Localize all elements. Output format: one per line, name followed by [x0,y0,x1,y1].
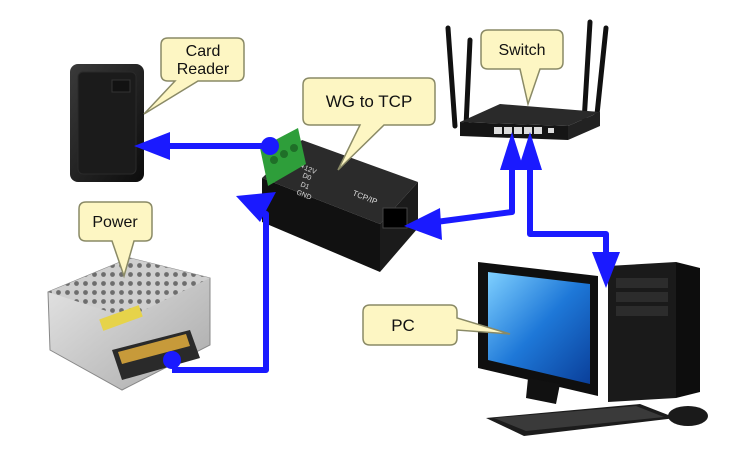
wire-junction-power [163,351,181,369]
arrow-to-converter-network [404,208,442,240]
card-reader-face [77,71,137,175]
pin-label-d1: D1 [299,181,310,191]
callout-pc-text: PC [391,316,415,335]
arrow-to-converter-power [236,192,276,222]
switch-device [445,19,609,140]
psu-vent-holes [48,258,210,318]
pc-monitor-stand [526,378,560,404]
antenna-4 [593,25,609,127]
callout-wg-to-tcp: WG to TCP [302,77,436,171]
arrow-to-switch-1 [500,132,524,170]
callout-card-reader-bubble [143,37,245,115]
arrow-to-card-reader [134,132,170,160]
pin-label-d0: D0 [301,172,312,182]
callout-switch-bubble [480,29,564,107]
pc-monitor-screen [488,272,590,384]
card-reader-led [111,79,131,93]
wg-to-tcp-converter: +12V D0 D1 GND TCP/IP [260,128,418,272]
switch-side [568,112,600,140]
terminal-screw-3 [290,144,298,152]
callout-pc: PC [362,304,511,346]
pc-device [478,262,708,436]
pc-mouse [668,406,708,426]
psu-warning-label [99,305,143,331]
terminal-screw-2 [280,150,288,158]
wire-switch-to-pc [527,142,609,262]
callout-card-reader-line1: Card [186,43,221,60]
converter-rj45-port [382,207,408,229]
callout-wg-to-tcp-bubble [302,77,436,171]
pc-keyboard-keys [494,406,664,431]
callout-power: Power [78,201,153,279]
antenna-3 [581,19,593,125]
pc-tower-side [676,262,700,398]
callout-power-bubble [78,201,153,279]
switch-ports [494,127,554,134]
callout-card-reader-line2: Reader [177,61,230,78]
wire-switch-to-converter [435,142,515,225]
callout-pc-bubble [362,304,511,346]
switch-top [460,104,600,126]
pc-tower-drive-1 [616,278,668,288]
pc-tower-drive-2 [616,292,668,302]
arrow-to-pc [592,252,620,288]
antenna-2 [463,37,473,129]
psu-screws [118,334,190,364]
wiring [134,132,620,373]
pc-tower-drive-3 [616,306,668,316]
callout-card-reader: Card Reader [143,37,245,115]
arrow-to-switch-2 [518,132,542,170]
antenna-1 [445,25,458,129]
wire-junction-top [261,137,279,155]
terminal-screw-1 [270,156,278,164]
callout-power-text: Power [92,214,138,231]
callout-wg-to-tcp-text: WG to TCP [326,92,413,111]
card-reader-device [70,64,144,182]
callout-switch: Switch [480,29,564,107]
callout-switch-text: Switch [498,42,545,59]
converter-front [262,178,380,272]
